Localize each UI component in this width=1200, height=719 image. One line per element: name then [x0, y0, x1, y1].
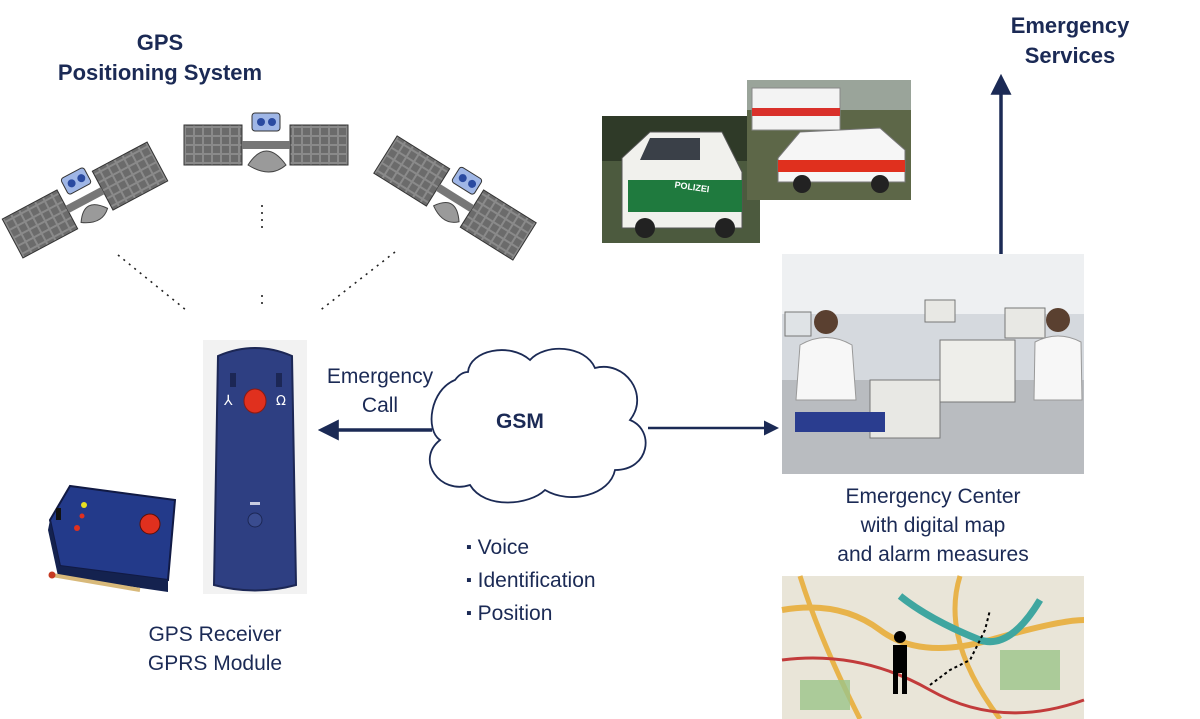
satellite-left-icon: [1, 141, 169, 259]
emergency-center-label: Emergency Center with digital map and al…: [782, 482, 1084, 569]
emergency-call-line2: Call: [361, 394, 399, 417]
emergency-center-line3: and alarm measures: [837, 543, 1029, 566]
svg-text:Ω: Ω: [276, 394, 286, 409]
satellite-right-icon: [373, 135, 537, 261]
digital-map-photo: [781, 575, 1085, 719]
emergency-services-line1: Emergency: [1010, 13, 1130, 38]
svg-text:⅄: ⅄: [223, 393, 233, 409]
gsm-item-voice: Voice: [466, 532, 596, 565]
gsm-cloud-icon: [428, 347, 647, 504]
person-marker-icon: [893, 631, 907, 694]
gprs-module-device: [48, 484, 177, 592]
emergency-services-label: Emergency Services: [960, 11, 1180, 71]
police-van-photo: [602, 116, 760, 243]
emergency-call-label: Emergency Call: [308, 362, 452, 420]
gps-system-label: GPS Positioning System: [20, 28, 300, 88]
satellite-middle-icon: [183, 112, 349, 173]
gps-handheld-device: ⅄ Ω: [203, 340, 307, 594]
gsm-label: GSM: [496, 410, 544, 433]
gps-receiver-line1: GPS Receiver: [148, 623, 282, 646]
gps-receiver-line2: GPRS Module: [147, 652, 283, 675]
gps-system-line1: GPS: [136, 30, 184, 55]
emergency-center-line2: with digital map: [860, 514, 1006, 537]
emergency-center-line1: Emergency Center: [845, 485, 1021, 508]
gsm-item-position: Position: [466, 598, 596, 631]
gps-receiver-label: GPS Receiver GPRS Module: [120, 620, 310, 678]
gps-signal-lines: [117, 205, 396, 313]
gsm-item-identification: Identification: [466, 565, 596, 598]
gps-system-line2: Positioning System: [57, 60, 263, 85]
emergency-services-line2: Services: [1024, 43, 1116, 68]
ambulance-photo: [747, 80, 911, 200]
emergency-call-line1: Emergency: [326, 365, 434, 388]
gsm-items-list: Voice Identification Position: [466, 532, 596, 631]
emergency-center-photo: [782, 254, 1084, 474]
